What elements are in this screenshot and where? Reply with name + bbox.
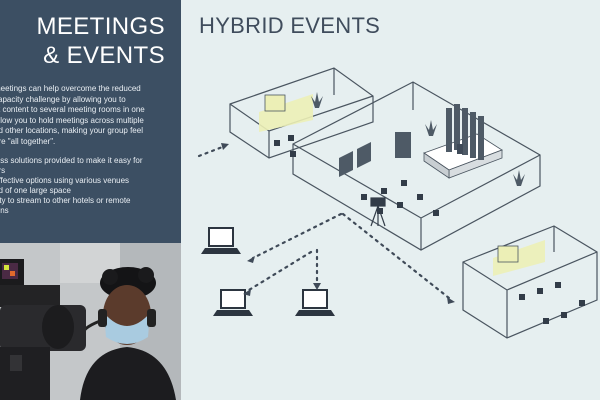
laptops: [201, 227, 335, 316]
camera-tripod-icon: [370, 197, 386, 227]
hybrid-events-diagram: [197, 67, 598, 339]
wall-panels: [339, 132, 411, 177]
small-room-left-outline: [229, 67, 374, 159]
stream-connections: [197, 144, 451, 300]
plant-icon: [513, 170, 525, 186]
benefit-item: ers: [0, 166, 6, 175]
intro-line: meetings can help overcome the reduced: [0, 84, 141, 93]
screen-icon: [497, 245, 519, 263]
room-outlines: [229, 67, 598, 339]
panel-title: MEETINGS & EVENTS: [0, 12, 165, 70]
backdrop-panels: [446, 104, 484, 160]
info-panel: MEETINGS & EVENTS meetings can help over…: [0, 0, 181, 400]
main-room-outline: [292, 81, 541, 251]
stage: [423, 104, 503, 179]
small-room-right-outline: [462, 225, 598, 339]
intro-paragraph: meetings can help overcome the reduced c…: [0, 84, 180, 147]
laptop-icon: [295, 289, 335, 316]
camera-operator-photo: [0, 243, 181, 400]
laptop-icon: [201, 227, 241, 254]
benefits-list: less solutions provided to make it easy …: [0, 156, 180, 216]
benefit-item: effective options using various venues: [0, 176, 130, 185]
intro-line: st content to several meeting rooms in o…: [0, 105, 145, 114]
benefit-item: ions: [0, 206, 9, 215]
arrow-heads: [221, 143, 455, 304]
intro-line: are "all together".: [0, 136, 56, 146]
plant-icon: [311, 92, 323, 108]
benefit-item: less solutions provided to make it easy …: [0, 156, 143, 165]
intro-line: capacity challenge by allowing you to: [0, 94, 126, 104]
panel-title-line-2: & EVENTS: [43, 42, 165, 69]
equipment-rack-icon: [395, 132, 411, 158]
photo-illustration: [0, 243, 181, 400]
panel-title-line-1: MEETINGS: [36, 13, 165, 40]
projection-screens: [259, 94, 545, 276]
podium-icon: [457, 144, 463, 154]
intro-line: allow you to hold meetings across multip…: [0, 115, 144, 125]
page-title: HYBRID EVENTS: [199, 13, 381, 38]
benefit-item: ility to stream to other hotels or remot…: [0, 196, 131, 205]
projection-glow: [259, 94, 313, 132]
chairs: [274, 135, 585, 324]
benefit-item: ad of one large space: [0, 186, 71, 195]
projection-glow: [493, 240, 545, 276]
intro-line: nd other locations, making your group fe…: [0, 126, 143, 135]
plant-icon: [425, 120, 437, 136]
plant-icons: [311, 92, 525, 186]
laptop-icon: [213, 289, 253, 316]
screen-icon: [264, 94, 286, 112]
